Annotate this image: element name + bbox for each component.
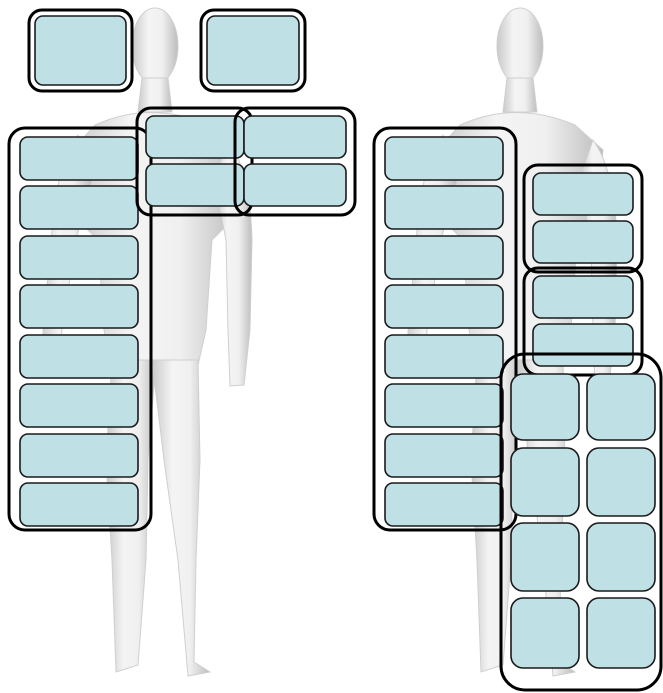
pad [243, 163, 347, 207]
pad [243, 115, 347, 159]
pad [384, 482, 504, 527]
pad [532, 275, 634, 319]
left-mannequin-neck [137, 77, 173, 113]
pad [384, 383, 504, 428]
pad [384, 334, 504, 379]
right-mannequin-neck [502, 77, 538, 113]
pad-group-outline [135, 106, 254, 217]
pad-group-outline [522, 163, 644, 274]
pad [532, 172, 634, 216]
pad [510, 373, 580, 441]
chest-right-pad-group [233, 106, 357, 217]
pad-group-outline [499, 352, 663, 692]
pad [586, 597, 656, 669]
pad-group-outline [233, 106, 357, 217]
pad [384, 136, 504, 181]
left-figure-pads [7, 8, 357, 532]
pad-group-outline [372, 126, 518, 532]
pad [206, 15, 300, 86]
left-mannequin-head [131, 7, 179, 85]
pad-group-outline [27, 8, 134, 93]
side-column-pad-group [7, 126, 153, 532]
pad [19, 433, 139, 478]
pad [19, 383, 139, 428]
left-mannequin-right-leg [151, 359, 212, 677]
pad [510, 522, 580, 592]
right-mannequin-head [496, 7, 544, 85]
pad [384, 433, 504, 478]
pad [586, 373, 656, 441]
pad [19, 334, 139, 379]
pad [34, 15, 127, 86]
pad [532, 323, 634, 367]
pad [586, 447, 656, 517]
pad [510, 597, 580, 669]
pad [532, 220, 634, 264]
pad [586, 522, 656, 592]
pad [145, 163, 245, 207]
pad-group-outline [7, 126, 153, 532]
pad [384, 235, 504, 280]
head-right-pad-group [199, 8, 307, 93]
pad [19, 284, 139, 329]
pad [145, 115, 245, 159]
pad [510, 447, 580, 517]
pad [19, 235, 139, 280]
hip-upper-pad-group [522, 163, 644, 274]
leg-grid-pad-group [499, 352, 663, 692]
pad-group-outline [199, 8, 307, 93]
pad [384, 185, 504, 230]
pad [19, 185, 139, 230]
head-left-pad-group [27, 8, 134, 93]
side-column-pad-group [372, 126, 518, 532]
pad [19, 136, 139, 181]
right-figure-pads [372, 126, 663, 692]
pad [384, 284, 504, 329]
pad-group-outline [522, 266, 644, 377]
pad [19, 482, 139, 527]
